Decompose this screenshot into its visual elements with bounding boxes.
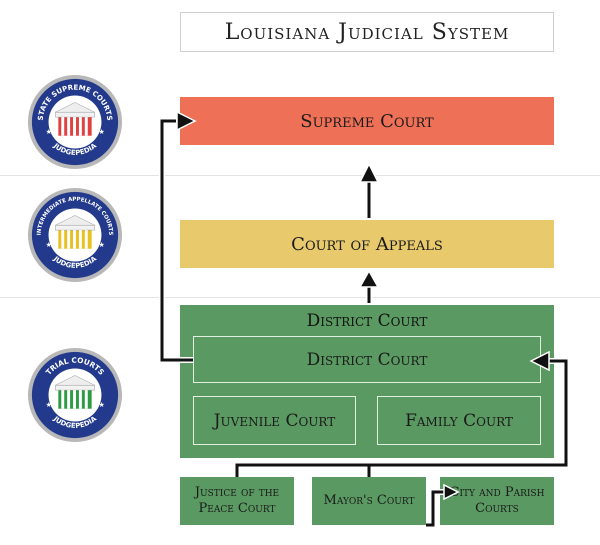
supreme-courts-seal-icon: STATE SUPREME COURTS JUDGEPEDIA ★★ (27, 74, 123, 170)
svg-text:★: ★ (99, 241, 105, 249)
arrowhead-icon (358, 269, 380, 288)
supreme-court-box: Supreme Court (180, 97, 554, 145)
divider (0, 297, 600, 298)
district-court-group-label: District Court (306, 311, 428, 331)
svg-text:★: ★ (46, 401, 52, 409)
justice-of-the-peace-court-box: Justice of the Peace Court (180, 477, 294, 525)
arrowhead-icon (176, 110, 197, 132)
svg-text:★: ★ (99, 128, 105, 136)
supreme-appeal-connector (160, 119, 193, 362)
trial-courts-seal-icon: TRIAL COURTS JUDGEPEDIA ★★ (27, 347, 123, 443)
family-court-box: Family Court (377, 396, 541, 445)
court-of-appeals-box: Court of Appeals (180, 220, 554, 268)
appellate-courts-seal-icon: INTERMEDIATE APPELLATE COURTS JUDGEPEDIA… (27, 187, 123, 283)
city-and-parish-courts-box: City and Parish Courts (440, 477, 554, 525)
arrowhead-icon (358, 162, 380, 183)
district-court-box: District Court (193, 336, 541, 383)
svg-text:★: ★ (99, 401, 105, 409)
svg-text:★: ★ (46, 128, 52, 136)
page-title: Louisiana Judicial System (180, 12, 554, 52)
mayors-court-box: Mayor's Court (312, 477, 426, 525)
divider (0, 175, 600, 176)
mayor-to-city-connector (426, 490, 446, 527)
arrowhead-icon (529, 350, 550, 372)
arrowhead-icon (443, 483, 460, 501)
svg-text:★: ★ (46, 241, 52, 249)
juvenile-court-box: Juvenile Court (193, 396, 356, 445)
lower-to-district-connector (235, 359, 568, 477)
